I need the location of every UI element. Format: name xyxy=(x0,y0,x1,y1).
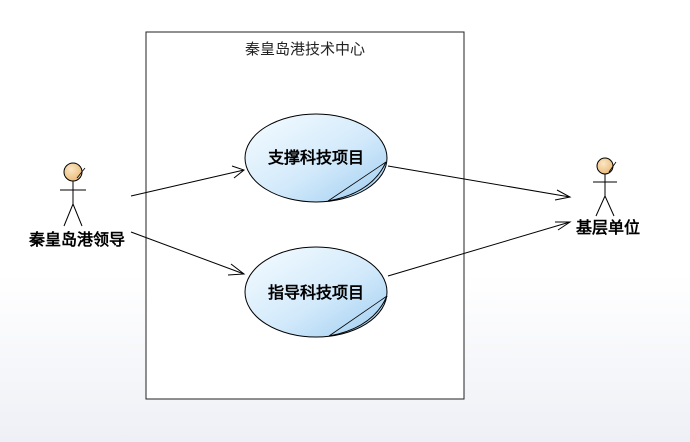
arrowhead-icon xyxy=(231,165,246,179)
actor-label: 基层单位 xyxy=(575,218,640,237)
association-guide-to-unit[interactable] xyxy=(387,221,572,277)
association-line[interactable] xyxy=(387,165,571,198)
actor-port-leadership[interactable]: 秦皇岛港领导 xyxy=(28,162,125,249)
association-line[interactable] xyxy=(130,231,245,275)
association-support-to-unit[interactable] xyxy=(387,165,572,201)
actor-head-mark xyxy=(608,161,617,173)
actor-label: 秦皇岛港领导 xyxy=(28,230,125,249)
use-case-page-curl-edge xyxy=(328,295,388,337)
actor-head-icon xyxy=(596,157,614,175)
association-leader-to-guide[interactable] xyxy=(130,231,246,276)
system-boundary-box[interactable] xyxy=(145,31,465,400)
actor-head-mark xyxy=(76,167,86,179)
actor-body-icon xyxy=(593,174,617,217)
association-leader-to-support[interactable] xyxy=(130,165,246,197)
arrowhead-icon xyxy=(555,221,572,231)
arrowhead-icon xyxy=(554,189,572,201)
actor-head-icon xyxy=(63,162,83,182)
use-case-support-projects[interactable]: 支撑科技项目 xyxy=(244,113,388,203)
association-line[interactable] xyxy=(387,221,571,277)
system-boundary-title: 秦皇岛港技术中心 xyxy=(245,40,365,58)
use-case-ellipse[interactable] xyxy=(244,246,388,338)
arrowhead-icon xyxy=(227,263,246,276)
association-line[interactable] xyxy=(130,169,245,197)
use-case-ellipse[interactable] xyxy=(244,113,388,203)
use-case-page-curl-edge xyxy=(327,161,387,202)
system-boundary[interactable]: 秦皇岛港技术中心 xyxy=(145,31,465,400)
actor-grassroots-unit[interactable]: 基层单位 xyxy=(575,157,640,237)
use-case-label: 支撑科技项目 xyxy=(267,148,364,167)
use-case-label: 指导科技项目 xyxy=(268,283,364,302)
use-case-guide-projects[interactable]: 指导科技项目 xyxy=(244,246,388,338)
use-case-page-curl xyxy=(328,295,388,337)
use-case-page-curl xyxy=(327,161,387,202)
actor-body-icon xyxy=(60,181,86,227)
